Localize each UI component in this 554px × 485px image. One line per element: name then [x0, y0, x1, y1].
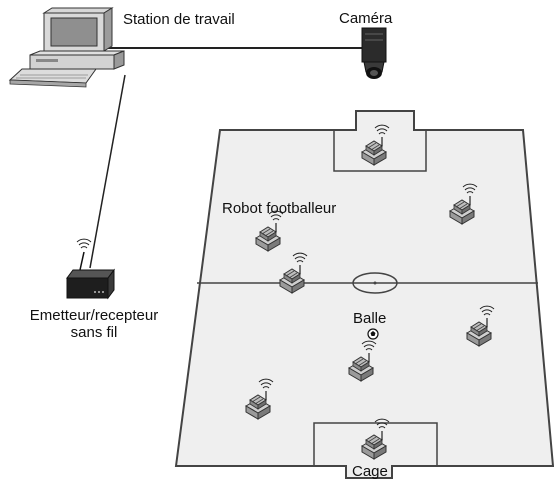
desktop-computer-icon	[8, 7, 125, 88]
soccer-field	[174, 110, 554, 479]
video-camera-icon	[361, 27, 387, 79]
goal-label: Cage	[352, 463, 388, 480]
soccer-ball-icon	[367, 328, 379, 340]
transceiver-label: Emetteur/recepteur sans fil	[8, 307, 180, 341]
wireless-router-icon	[66, 238, 115, 300]
bottom-penalty-area	[313, 422, 438, 466]
center-circle	[352, 272, 398, 294]
robot-label: Robot footballeur	[222, 200, 337, 217]
transceiver-label-line2: sans fil	[70, 324, 118, 341]
ball-label: Balle	[353, 310, 387, 327]
top-penalty-area	[333, 130, 427, 172]
cable-workstation-transceiver	[89, 74, 126, 269]
workstation-label: Station de travail	[123, 11, 235, 28]
camera-label: Caméra	[339, 10, 393, 27]
transceiver-label-line1: Emetteur/recepteur	[29, 307, 159, 324]
